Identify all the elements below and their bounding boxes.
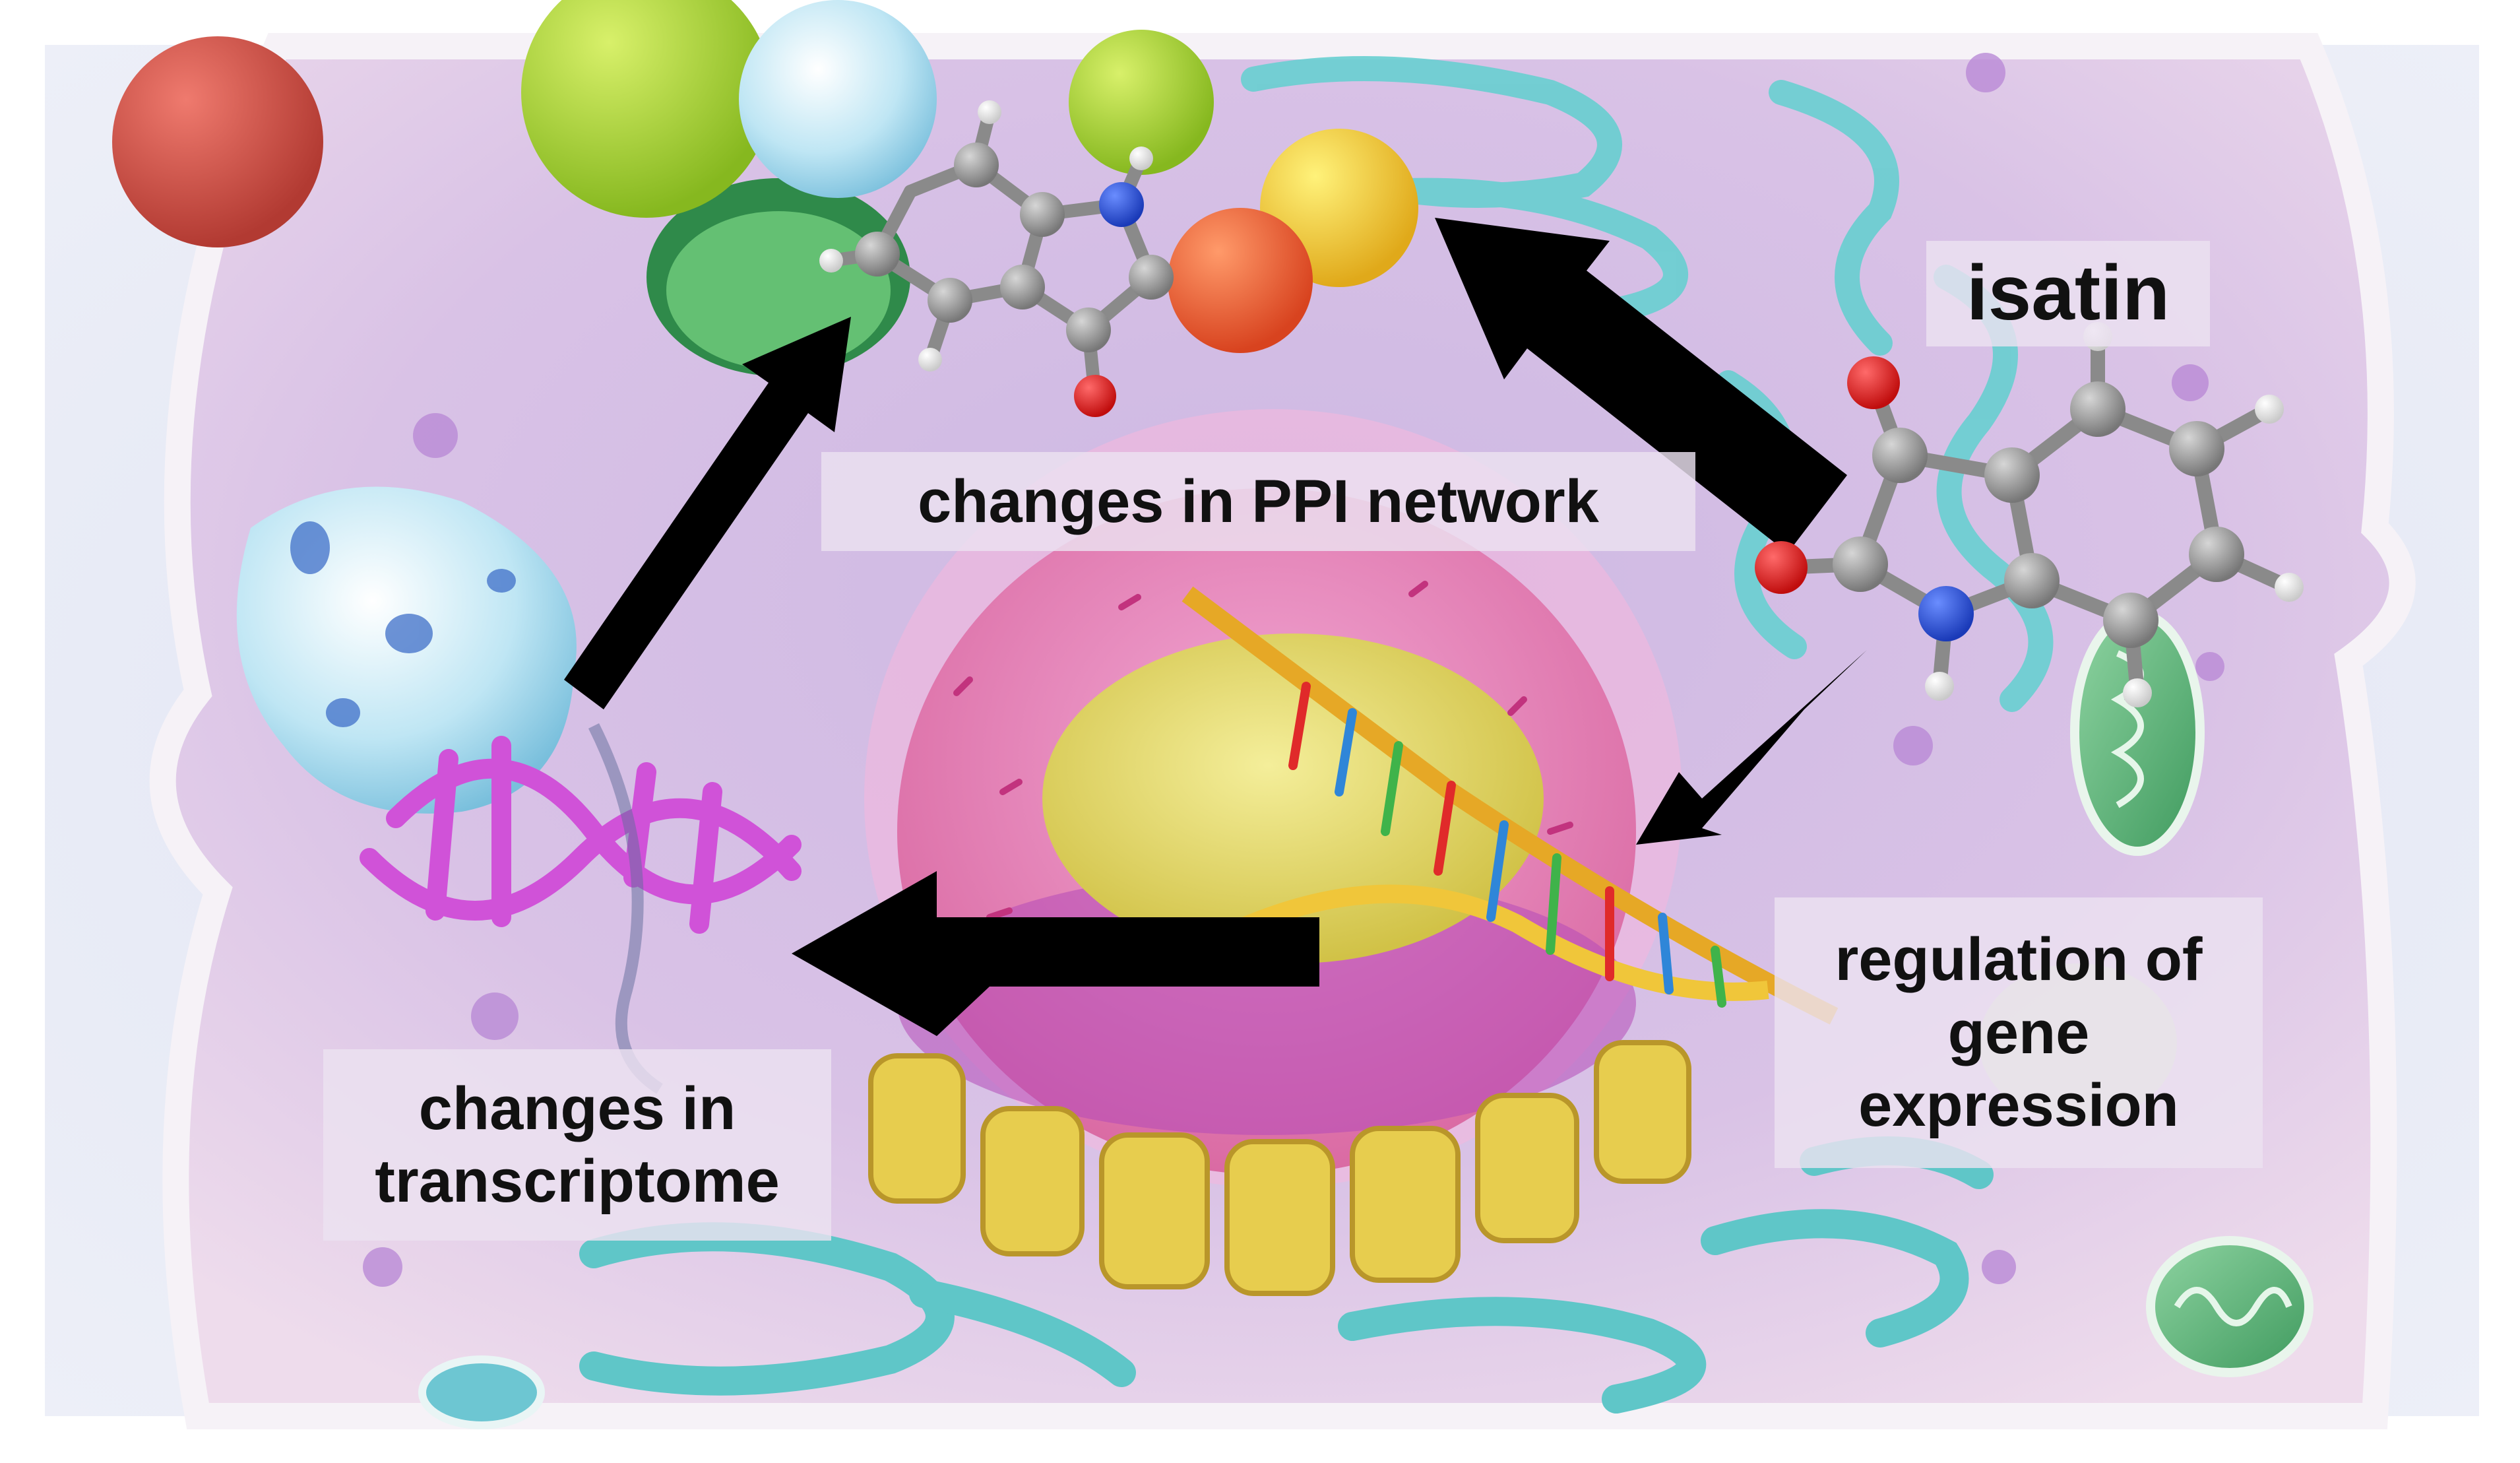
arrow-transcriptome-to-ppi [564,317,851,709]
label-transcriptome: changes in transcriptome [323,1049,831,1241]
label-regulation-text: regulation of gene expression [1835,926,2203,1140]
isatin-molecule-right [1755,322,2304,707]
arrows [564,218,1867,1036]
vesicles [363,53,2224,1287]
label-transcriptome-text: changes in transcriptome [375,1074,780,1215]
green-vacuole-inner [666,211,891,370]
oxygen-atom [1755,541,1808,594]
label-regulation: regulation of gene expression [1775,897,2263,1168]
nitrogen-atom [1099,182,1144,227]
mitochondrion-bottom-right [2146,1236,2314,1377]
green-sphere-small [1069,30,1214,175]
arrow-isatin-to-gene [1636,650,1867,845]
isatin-molecule-top [819,100,1174,417]
dna-helix-magenta [360,736,802,934]
label-ppi-text: changes in PPI network [918,467,1599,535]
red-sphere [112,36,323,247]
nuclear-pores [953,581,1573,921]
nucleolus [1042,634,1544,963]
nitrogen-atom [1918,586,1974,641]
mitochondrion-bottom-left [418,1355,545,1429]
golgi-stacks [868,1040,1691,1296]
orange-sphere [1168,208,1313,353]
label-isatin: isatin [1926,241,2210,346]
arrow-isatin-to-ppi [1435,218,1847,553]
green-sphere-large [521,0,772,218]
oxygen-atom [1074,375,1116,417]
label-ppi-network: changes in PPI network [821,452,1695,551]
dna-helix-gold [1181,586,1839,1025]
oxygen-atom [1847,356,1900,409]
arrow-gene-to-transcriptome [792,871,1319,1036]
blue-blob-top [739,0,937,198]
blue-blob-spots [290,521,516,727]
label-isatin-text: isatin [1966,249,2170,337]
